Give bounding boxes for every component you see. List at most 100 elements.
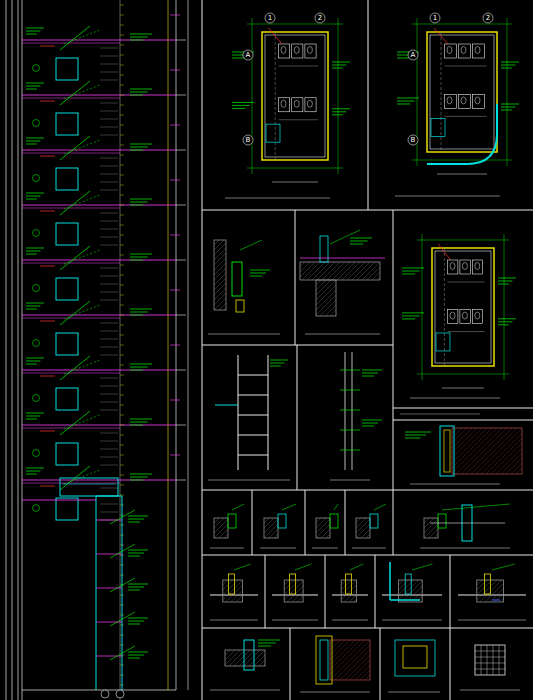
cad-line — [397, 58, 410, 59]
cad-line — [40, 376, 55, 377]
cad-line — [264, 518, 274, 528]
cad-line — [362, 426, 374, 427]
cad-line — [120, 275, 124, 276]
cad-rect — [266, 124, 280, 142]
cad-line — [128, 519, 144, 520]
cad-line — [100, 64, 118, 65]
cad-line — [250, 270, 270, 271]
cad-line — [264, 524, 278, 538]
cad-line — [475, 669, 505, 670]
cad-line — [365, 675, 370, 680]
cad-line — [22, 315, 176, 316]
cad-rect — [472, 310, 482, 324]
cad-line — [506, 458, 522, 474]
cad-line — [402, 268, 424, 269]
cad-line — [120, 205, 124, 206]
cad-line — [275, 32, 276, 160]
cad-line — [120, 485, 124, 486]
cad-line — [330, 310, 336, 316]
cad-line — [120, 345, 124, 346]
cad-line — [214, 518, 224, 528]
cad-line — [214, 240, 219, 245]
cad-line — [130, 89, 152, 90]
axis-bubble — [265, 13, 275, 23]
cad-line — [448, 282, 485, 283]
cad-rect — [228, 574, 234, 594]
cad-line — [26, 199, 37, 200]
cad-line — [247, 24, 343, 25]
cad-line — [300, 262, 305, 267]
cad-rect — [436, 333, 450, 351]
cad-line — [100, 323, 118, 324]
cad-line — [316, 280, 336, 300]
cad-rect — [278, 514, 286, 528]
cad-line — [401, 581, 422, 602]
cad-line — [493, 645, 494, 675]
cad-line — [22, 690, 176, 691]
cad-line — [214, 524, 228, 538]
cad-rect — [430, 35, 494, 149]
cad-line — [357, 262, 375, 280]
cad-line — [100, 190, 118, 191]
cad-line — [272, 620, 318, 621]
cad-line — [501, 104, 519, 105]
cad-rect — [405, 574, 411, 594]
cad-rect — [330, 640, 370, 680]
cad-line — [128, 658, 140, 659]
cad-line — [272, 595, 318, 596]
cad-line — [232, 105, 250, 106]
axis-bubble — [33, 450, 40, 457]
cad-line — [130, 147, 148, 148]
cad-line — [100, 300, 118, 301]
cad-line — [350, 564, 363, 570]
cad-line — [60, 136, 90, 160]
cad-line — [405, 435, 426, 436]
axis-label: 2 — [483, 14, 493, 22]
cad-line — [100, 449, 118, 450]
cad-line — [26, 196, 40, 197]
cad-line — [412, 160, 512, 161]
cad-line — [100, 111, 118, 112]
cad-line — [128, 655, 144, 656]
cad-rect — [244, 640, 254, 670]
cad-line — [250, 276, 262, 277]
cad-line — [362, 423, 378, 424]
cad-line — [64, 195, 100, 209]
cad-rect — [438, 514, 446, 528]
cad-line — [232, 504, 244, 510]
cad-line — [452, 428, 482, 458]
cad-line — [316, 280, 326, 290]
cad-rect — [56, 223, 78, 245]
cad-rect — [236, 300, 244, 312]
cad-rect — [448, 310, 458, 324]
toilet-symbol — [461, 47, 466, 54]
cad-line — [270, 363, 284, 364]
cad-line — [238, 435, 268, 436]
cad-line — [22, 425, 176, 426]
cad-line — [471, 428, 517, 474]
cad-line — [355, 665, 370, 680]
axis-bubble — [408, 135, 418, 145]
cad-line — [128, 584, 148, 585]
cad-line — [128, 550, 148, 551]
cad-line — [417, 240, 509, 241]
cad-line — [170, 455, 180, 456]
cad-line — [120, 235, 124, 236]
cad-line — [377, 277, 380, 280]
cad-line — [176, 425, 186, 426]
cad-line — [350, 238, 372, 239]
toilet-symbol — [281, 100, 286, 107]
cad-line — [120, 405, 124, 406]
cad-line — [223, 580, 238, 595]
cad-rect — [452, 428, 522, 474]
cad-line — [344, 590, 356, 602]
cad-line — [26, 251, 40, 252]
cad-line — [214, 273, 226, 285]
cad-line — [397, 104, 410, 105]
cad-line — [170, 70, 180, 71]
cad-line — [100, 394, 118, 395]
cad-line — [258, 640, 280, 641]
cad-line — [62, 484, 116, 485]
cad-rect — [424, 518, 438, 538]
